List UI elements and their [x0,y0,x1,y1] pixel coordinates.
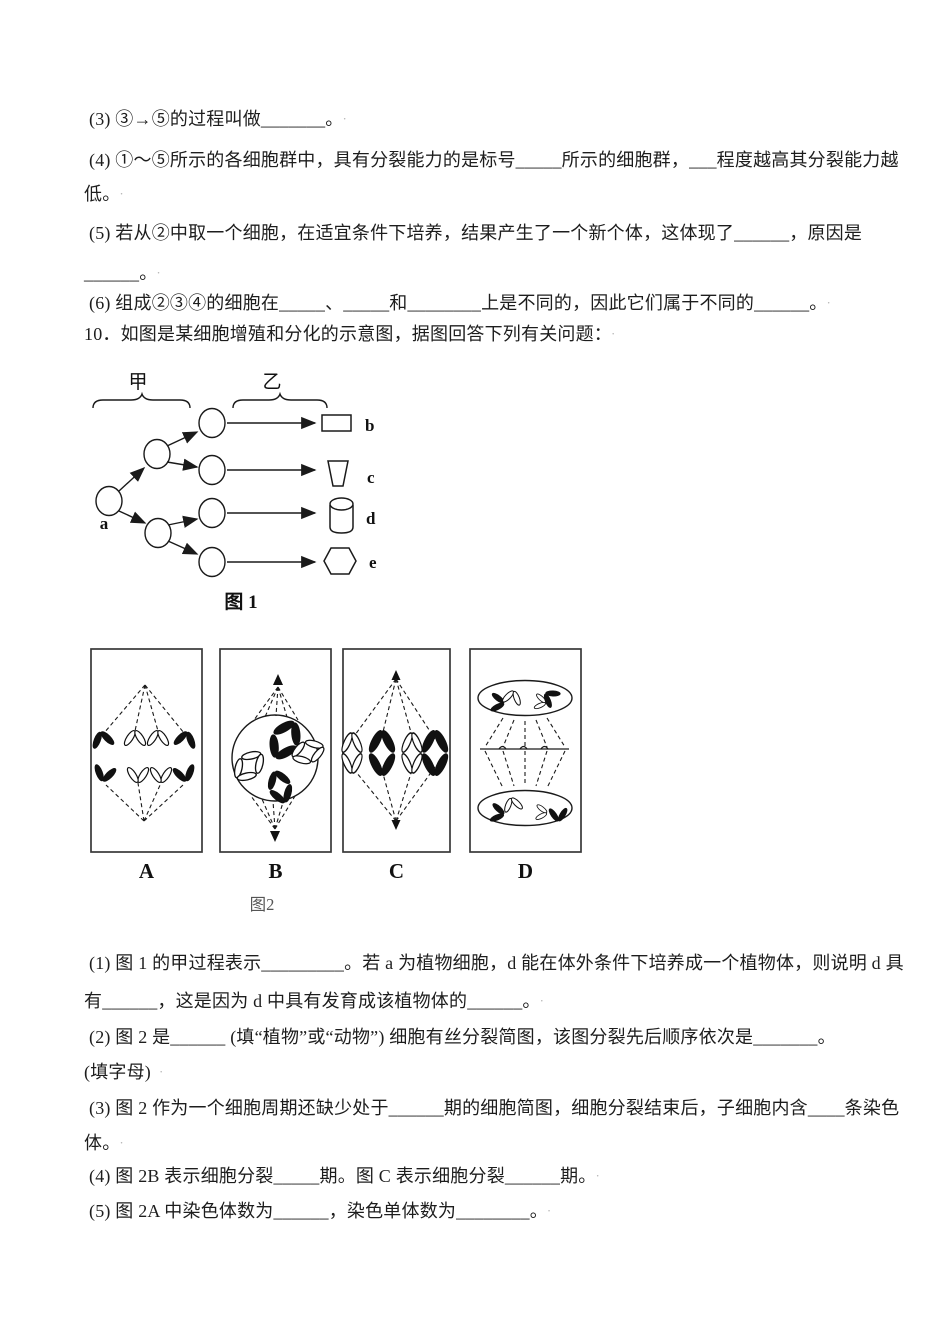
figure1-caption: 图 1 [224,591,257,613]
subquestion-1-cont: 有______，这是因为 d 中具有发育成该植物体的______。 · [84,991,544,1013]
subquestion-5-line: (5) 图 2A 中染色体数为______，染色单体数为________。 · [89,1201,551,1223]
division-arrows [118,431,199,555]
tissue-d-label: d [366,509,376,528]
group-yi-label: 乙 [262,372,281,393]
panel-b-label: B [268,859,282,883]
question-text: (填字母) [84,1062,151,1082]
subquestion-3-cont: 体。 · [84,1133,124,1155]
panel-d-label: D [518,859,533,883]
scan-artifact-dot: · [342,111,348,126]
question-line-4-cont: 低。 · [84,184,124,206]
group-jia-label: 甲 [128,372,147,393]
subquestion-4-line: (4) 图 2B 表示细胞分裂_____期。图 C 表示细胞分裂______期。… [89,1166,600,1188]
panel-c-label: C [389,859,404,883]
panel-d-frame [469,648,582,853]
question-text: (6) 组成②③④的细胞在_____、_____和________上是不同的，因… [89,293,819,313]
yi-brace [232,391,328,409]
tissue-c-shape [327,460,349,487]
question-text: (5) 图 2A 中染色体数为______，染色单体数为________。 [89,1201,539,1221]
question-text: (5) 若从②中取一个细胞，在适宜条件下培养，结果产生了一个新个体，这体现了__… [89,223,863,243]
scan-artifact-dot: · [156,265,161,280]
question-line-6: (6) 组成②③④的细胞在_____、_____和________上是不同的，因… [89,293,831,315]
panel-a-anaphase [88,684,201,822]
question-text: (4) 图 2B 表示细胞分裂_____期。图 C 表示细胞分裂______期。 [89,1166,588,1186]
question-text: 10．如图是某细胞增殖和分化的示意图，据图回答下列有关问题： [84,324,603,344]
cell-level2-bottom [144,517,172,549]
jia-brace [92,391,191,409]
question-line-5-cont: ______。 · [84,263,161,285]
cell-a [95,485,123,517]
subquestion-2-line: (2) 图 2 是______ (填“植物”或“动物”) 细胞有丝分裂简图，该图… [89,1027,844,1049]
cell-level3-2 [198,454,226,486]
cell-a-label: a [100,514,109,533]
question-text: 有______，这是因为 d 中具有发育成该植物体的______。 [84,991,532,1011]
tissue-c-label: c [367,468,375,487]
question-10-stem: 10．如图是某细胞增殖和分化的示意图，据图回答下列有关问题： · [84,324,616,346]
figure2-diagram: A B C D 图2 [88,648,582,914]
question-text: ______。 [84,263,149,283]
scan-artifact-dot: · [611,326,616,341]
scan-artifact-dot: · [826,295,832,310]
scan-artifact-dot: · [119,1135,124,1150]
cell-level3-4 [198,546,226,578]
tissue-b-label: b [365,416,374,435]
scan-artifact-dot: · [546,1203,552,1218]
panel-c-metaphase [339,670,451,830]
question-text: 体。 [84,1133,112,1153]
cell-level3-3 [198,497,226,529]
subquestion-3-line: (3) 图 2 作为一个细胞周期还缺少处于______期的细胞简图，细胞分裂结束… [89,1098,907,1120]
question-text: (1) 图 1 的甲过程表示_________。若 a 为植物细胞，d 能在体外… [89,953,904,973]
question-line-3: (3) ③→⑤的过程叫做_______。 · [89,109,347,131]
cell-level2-top [143,438,171,470]
question-text: (3) 图 2 作为一个细胞周期还缺少处于______期的细胞简图，细胞分裂结束… [89,1098,900,1118]
panel-b-prophase [225,674,330,842]
panel-a-label: A [139,859,155,883]
question-line-5: (5) 若从②中取一个细胞，在适宜条件下培养，结果产生了一个新个体，这体现了__… [89,223,870,245]
differentiation-arrows [227,416,317,569]
scan-artifact-dot: · [539,993,545,1008]
scan-artifact-dot: · [159,1064,164,1079]
panel-a-frame [90,648,203,853]
question-text: 低。 [84,184,112,204]
figure2-caption: 图2 [250,895,275,914]
figure1-diagram: 甲 乙 a [92,372,377,613]
subquestion-2-cont: (填字母) · [84,1062,164,1084]
tissue-e-label: e [369,553,377,572]
question-text: (2) 图 2 是______ (填“植物”或“动物”) 细胞有丝分裂简图，该图… [89,1027,836,1047]
question-text: (3) ③→⑤的过程叫做_______。 [89,109,335,129]
cell-level3-1 [198,407,226,439]
tissue-b-shape [321,414,352,432]
question-line-4: (4) ①～⑤所示的各细胞群中，具有分裂能力的是标号_____所示的细胞群，__… [89,150,907,172]
panel-d-telophase [477,679,573,827]
scan-artifact-dot: · [119,186,124,201]
tissue-e-shape [323,547,357,575]
subquestion-1-line: (1) 图 1 的甲过程表示_________。若 a 为植物细胞，d 能在体外… [89,953,912,975]
question-text: (4) ①～⑤所示的各细胞群中，具有分裂能力的是标号_____所示的细胞群，__… [89,150,899,170]
scan-artifact-dot: · [595,1168,601,1183]
tissue-d-shape [329,497,354,534]
